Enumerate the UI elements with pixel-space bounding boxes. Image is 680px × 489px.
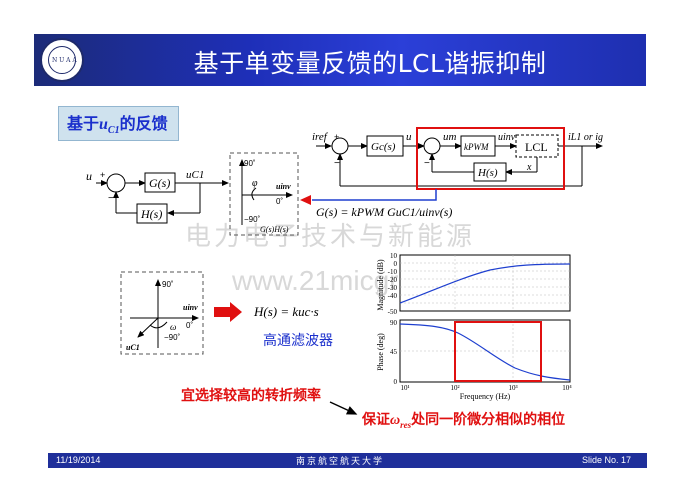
bode-plot: 10 0 -10 -20 -30 -40 -50 90 45 0 10¹ 10²… (376, 252, 572, 401)
phase-tick-45: 45 (390, 348, 398, 356)
right-output: iL1 or ig (568, 132, 603, 143)
right-uinv: uinv (498, 132, 516, 143)
note-phase-similar: 保证ωres处同一阶微分相似的相位 (362, 409, 565, 430)
bottom-sketch-uinv: uinv (183, 303, 198, 312)
left-plus: + (100, 170, 105, 180)
magnitude-curve (399, 263, 571, 304)
university-logo: N U A A (40, 38, 84, 82)
right-iref: iref (312, 131, 329, 143)
top-sketch-90: 90˚ (244, 159, 256, 168)
mag-axis-label: Magnitude (dB) (376, 259, 385, 311)
right-hs-label: H(s) (477, 167, 498, 179)
right-u: u (406, 131, 412, 143)
x-tick-3: 10³ (508, 384, 517, 392)
title-bar (34, 34, 646, 86)
x-tick-2: 10² (450, 384, 459, 392)
right-sum1 (331, 137, 349, 155)
left-out-label: uC1 (186, 169, 204, 181)
mag-tick-m30: -30 (388, 284, 398, 292)
bottom-sketch-90: 90˚ (162, 280, 174, 289)
phase-sketch-bottom: 90˚ uinv 0˚ ω −90˚ uC1 (120, 271, 204, 355)
footer-bar (48, 453, 647, 468)
footer-date: 11/19/2014 (56, 455, 101, 465)
top-sketch-label: G(s)H(s) (260, 225, 289, 234)
phase-tick-90: 90 (390, 319, 398, 327)
top-sketch-phi: φ (252, 178, 258, 189)
logo-seal-text: N U A A (52, 57, 77, 64)
feedback-link-arrow (312, 189, 437, 201)
highpass-filter-label: 高通滤波器 (263, 333, 333, 349)
section-heading-var: u (99, 116, 108, 133)
right-sum2 (423, 137, 441, 155)
mag-tick-m50: -50 (388, 308, 398, 316)
right-lcl-label: LCL (525, 140, 548, 154)
left-minus: − (108, 193, 114, 204)
mag-tick-0: 0 (394, 260, 398, 268)
note2-suffix: 处同一阶微分相似的相位 (411, 412, 566, 428)
bottom-sketch-0: 0˚ (186, 321, 193, 330)
phase-tick-0: 0 (394, 378, 398, 386)
red-right-arrow (214, 302, 242, 322)
left-hs-label: H(s) (140, 207, 162, 221)
bottom-sketch-m90: −90˚ (164, 333, 181, 342)
x-tick-1: 10¹ (400, 384, 409, 392)
section-heading-suffix: 的反馈 (119, 114, 168, 133)
section-heading: 基于uC1的反馈 (58, 106, 179, 142)
right-plus1: + (334, 132, 339, 142)
formula-hs: H(s) = kuc·s (253, 304, 319, 319)
section-heading-sub: C1 (107, 125, 120, 137)
right-block-diagram: iref + − Gc(s) u − um kPWM uinv LCL iL1 … (312, 127, 603, 190)
phase-highlight-box (454, 321, 542, 382)
left-sum-junction (106, 173, 126, 193)
note-arrow (329, 401, 358, 415)
top-sketch-m90: −90˚ (244, 215, 261, 224)
note-high-corner-freq: 宜选择较高的转折频率 (181, 388, 321, 404)
right-highlight-box (416, 127, 565, 190)
top-sketch-uinv: uinv (276, 182, 291, 191)
x-tick-4: 10⁴ (562, 384, 572, 392)
formula-gs: G(s) = kPWM GuC1/uinv(s) (316, 205, 452, 219)
magnitude-axes (399, 254, 571, 312)
mag-tick-m40: -40 (388, 292, 398, 300)
phase-sketch-top: 90˚ φ uinv 0˚ −90˚ G(s)H(s) (229, 152, 299, 236)
right-minus1: − (334, 158, 340, 169)
left-input-label: u (86, 169, 92, 183)
note2-omega: ω (390, 413, 401, 428)
freq-axis-label: Frequency (Hz) (460, 392, 511, 401)
right-minus2: − (424, 158, 430, 169)
slide-title: 基于单变量反馈的LCL谐振抑制 (193, 49, 547, 78)
bottom-sketch-uc1: uC1 (126, 343, 140, 352)
phase-axis-label: Phase (deg) (376, 333, 385, 371)
right-x: x (526, 162, 532, 173)
right-um: um (443, 131, 457, 143)
note2-prefix: 保证 (362, 412, 390, 428)
watermark-cn: 电力电子技术与新能源 (185, 222, 476, 252)
mag-tick-m10: -10 (388, 268, 398, 276)
mag-tick-10: 10 (390, 252, 398, 260)
section-heading-prefix: 基于 (67, 114, 100, 133)
mag-tick-m20: -20 (388, 276, 398, 284)
bottom-sketch-omega: ω (170, 322, 176, 332)
note2-sub: res (400, 419, 412, 430)
logo-ring (48, 46, 76, 74)
footer-university: 南京航空航天大学 (295, 457, 384, 467)
footer-slide-number: Slide No. 17 (582, 455, 632, 465)
feedback-link-head (300, 195, 311, 205)
right-kpwm-label: kPWM (464, 142, 489, 152)
left-gs-label: G(s) (149, 176, 170, 190)
right-gc-label: Gc(s) (371, 141, 396, 153)
left-block-diagram: u + − G(s) uC1 H(s) (86, 169, 229, 224)
top-sketch-0: 0˚ (276, 197, 283, 206)
